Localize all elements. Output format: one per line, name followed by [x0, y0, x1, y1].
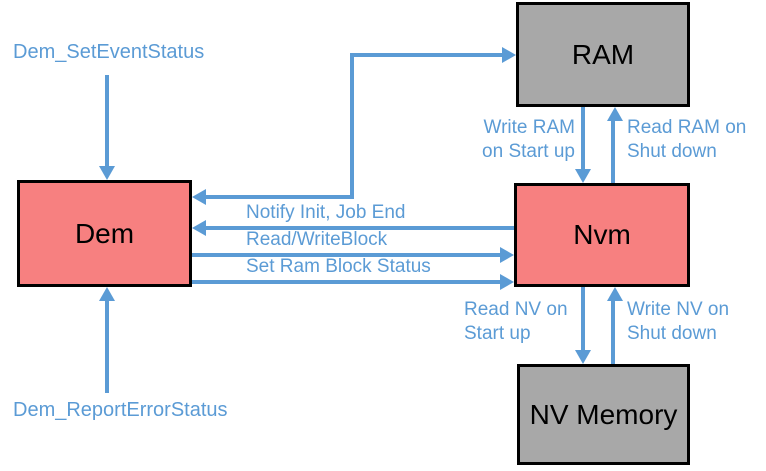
edge-dem-ram-arrowhead-left-icon: [192, 189, 206, 205]
edge-write-ram-line: [581, 107, 585, 170]
node-ram-label: RAM: [571, 38, 635, 70]
edge-report-error-status-line: [105, 300, 109, 393]
edge-write-nv-arrowhead-up-icon: [607, 287, 623, 301]
edge-set-event-status-line: [105, 75, 109, 167]
node-nv-memory: NV Memory: [517, 364, 690, 465]
edge-notify-line: [205, 226, 514, 230]
node-dem-label: Dem: [74, 217, 135, 249]
node-ram: RAM: [516, 2, 690, 107]
node-nv-memory-label: NV Memory: [529, 398, 678, 430]
edge-set-ram-block-status-arrowhead-right-icon: [500, 274, 514, 290]
edge-read-nv-line: [581, 287, 585, 351]
node-nvm-label: Nvm: [573, 219, 631, 250]
edge-set-ram-block-status-line: [192, 280, 501, 284]
edge-set-ram-block-status-label: Set Ram Block Status: [246, 256, 431, 277]
edge-notify-arrowhead-left-icon: [192, 220, 206, 236]
annotation-dem-set-event-status: Dem_SetEventStatus: [13, 41, 205, 63]
edge-read-ram-line: [611, 120, 615, 183]
edge-read-ram-arrowhead-up-icon: [607, 107, 623, 121]
edge-read-write-block-label: Read/WriteBlock: [246, 229, 388, 250]
edge-notify-label: Notify Init, Job End: [246, 202, 406, 223]
node-nvm: Nvm: [514, 183, 690, 287]
edge-write-ram-arrowhead-down-icon: [575, 169, 591, 183]
edge-read-ram-label: Read RAM on Shut down: [627, 117, 747, 162]
edge-read-write-block-arrowhead-right-icon: [500, 247, 514, 263]
edge-dem-ram-segment-vertical: [350, 53, 354, 199]
edge-write-nv-line: [611, 300, 615, 364]
edge-write-nv-label: Write NV on Shut down: [627, 299, 730, 344]
edge-report-error-status-arrowhead-up-icon: [99, 287, 115, 301]
annotation-dem-report-error-status: Dem_ReportErrorStatus: [13, 399, 228, 421]
node-dem: Dem: [17, 180, 192, 287]
edge-read-nv-arrowhead-down-icon: [575, 350, 591, 364]
edge-dem-ram-segment-top: [350, 53, 503, 57]
edge-write-ram-label: Write RAM on Start up: [482, 117, 575, 162]
edge-read-nv-label: Read NV on Start up: [464, 299, 568, 344]
edge-dem-ram-arrowhead-right-icon: [502, 47, 516, 63]
edge-read-write-block-line: [192, 253, 501, 257]
edge-dem-ram-segment-bottom: [205, 195, 354, 199]
edge-set-event-status-arrowhead-down-icon: [99, 166, 115, 180]
